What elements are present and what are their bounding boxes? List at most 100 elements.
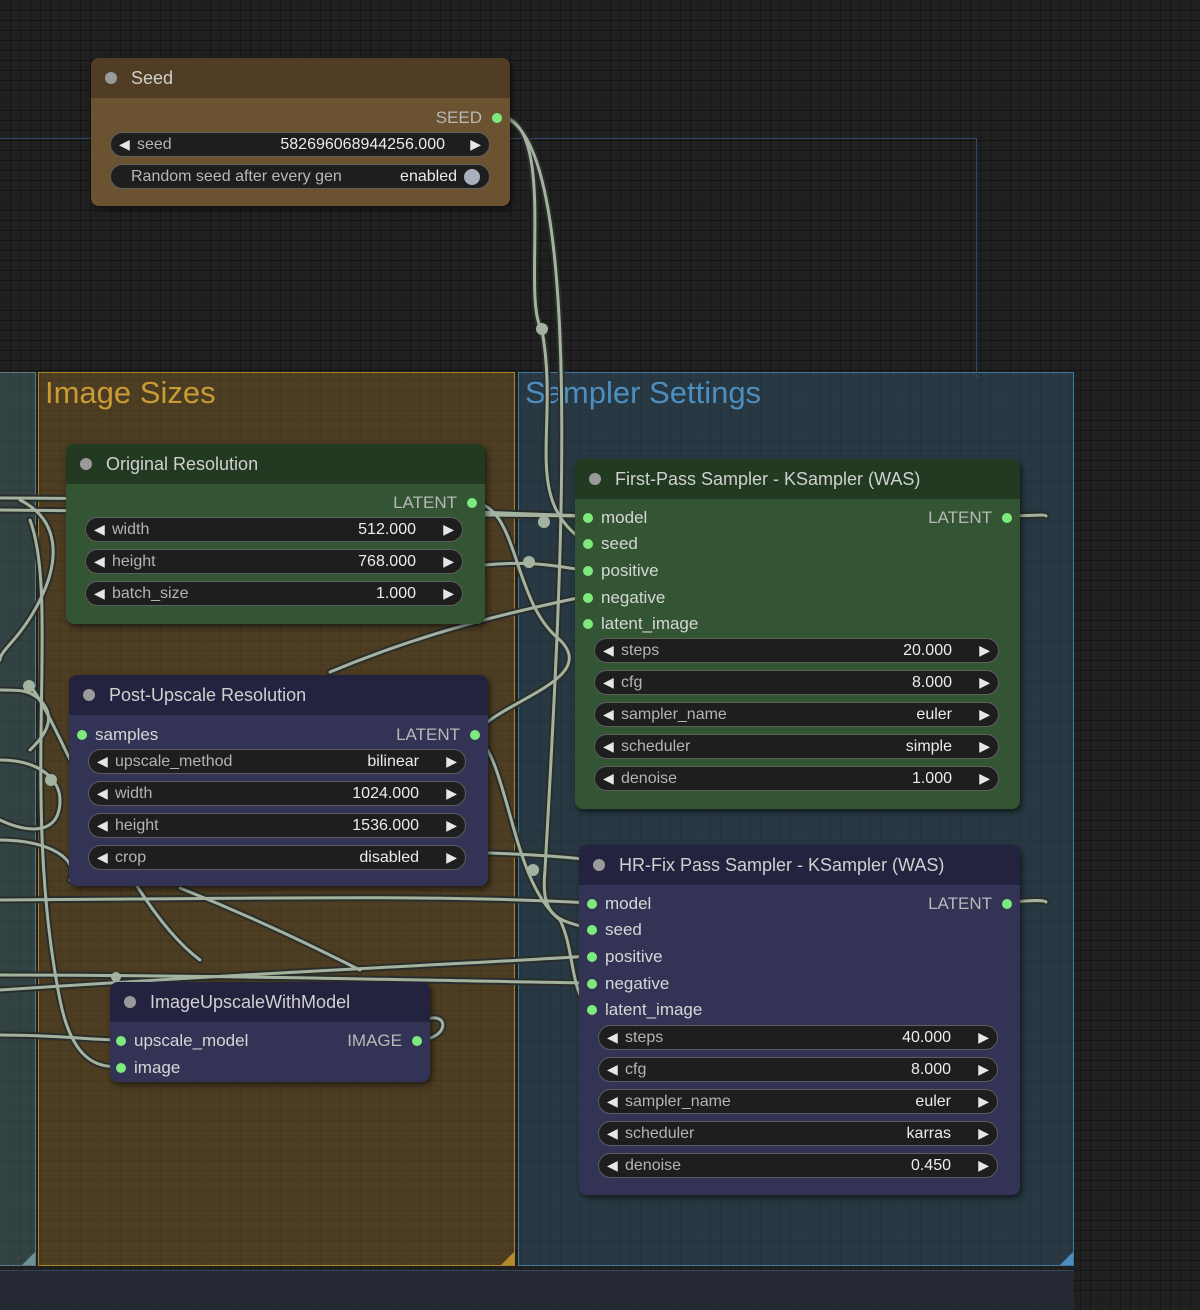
decrement-arrow-icon[interactable]: ◀ <box>607 1125 618 1142</box>
increment-arrow-icon[interactable]: ▶ <box>446 785 457 802</box>
input-slot-model[interactable]: model <box>587 894 651 914</box>
input-slot-samples[interactable]: samples <box>77 725 158 745</box>
collapse-dot-icon[interactable] <box>593 859 605 871</box>
node-title-bar[interactable]: Original Resolution <box>66 444 485 484</box>
denoise-widget[interactable]: ◀ denoise 1.000 ▶ <box>594 766 999 791</box>
decrement-arrow-icon[interactable]: ◀ <box>603 770 614 787</box>
increment-arrow-icon[interactable]: ▶ <box>446 849 457 866</box>
slot-dot-icon[interactable] <box>116 1036 126 1046</box>
increment-arrow-icon[interactable]: ▶ <box>443 553 454 570</box>
cfg-widget[interactable]: ◀ cfg 8.000 ▶ <box>594 670 999 695</box>
scheduler-combo[interactable]: ◀ scheduler simple ▶ <box>594 734 999 759</box>
steps-widget[interactable]: ◀ steps 20.000 ▶ <box>594 638 999 663</box>
increment-arrow-icon[interactable]: ▶ <box>470 136 481 153</box>
decrement-arrow-icon[interactable]: ◀ <box>97 849 108 866</box>
increment-arrow-icon[interactable]: ▶ <box>979 674 990 691</box>
node-title-bar[interactable]: Post-Upscale Resolution <box>69 675 488 715</box>
width-widget[interactable]: ◀ width 512.000 ▶ <box>85 517 463 542</box>
decrement-arrow-icon[interactable]: ◀ <box>97 817 108 834</box>
crop-combo[interactable]: ◀ crop disabled ▶ <box>88 845 466 870</box>
slot-dot-icon[interactable] <box>583 513 593 523</box>
scheduler-combo[interactable]: ◀ scheduler karras ▶ <box>598 1121 998 1146</box>
decrement-arrow-icon[interactable]: ◀ <box>603 674 614 691</box>
sampler-name-combo[interactable]: ◀ sampler_name euler ▶ <box>594 702 999 727</box>
decrement-arrow-icon[interactable]: ◀ <box>97 785 108 802</box>
input-slot-positive[interactable]: positive <box>587 947 663 967</box>
increment-arrow-icon[interactable]: ▶ <box>979 642 990 659</box>
increment-arrow-icon[interactable]: ▶ <box>978 1093 989 1110</box>
post-upscale-resolution-node[interactable]: Post-Upscale Resolution samples LATENT ◀… <box>69 675 488 886</box>
increment-arrow-icon[interactable]: ▶ <box>979 770 990 787</box>
slot-dot-icon[interactable] <box>587 952 597 962</box>
node-title-bar[interactable]: ImageUpscaleWithModel <box>110 982 430 1022</box>
toggle-knob-icon[interactable] <box>464 169 480 185</box>
decrement-arrow-icon[interactable]: ◀ <box>97 753 108 770</box>
slot-dot-icon[interactable] <box>583 566 593 576</box>
slot-dot-icon[interactable] <box>467 498 477 508</box>
slot-dot-icon[interactable] <box>587 899 597 909</box>
decrement-arrow-icon[interactable]: ◀ <box>94 585 105 602</box>
output-slot-seed[interactable]: SEED <box>436 108 502 128</box>
input-slot-latent-image[interactable]: latent_image <box>587 1000 702 1020</box>
increment-arrow-icon[interactable]: ▶ <box>446 817 457 834</box>
output-slot-latent[interactable]: LATENT <box>928 508 1012 528</box>
slot-dot-icon[interactable] <box>587 925 597 935</box>
output-slot-latent[interactable]: LATENT <box>928 894 1012 914</box>
slot-dot-icon[interactable] <box>1002 513 1012 523</box>
decrement-arrow-icon[interactable]: ◀ <box>94 553 105 570</box>
collapse-dot-icon[interactable] <box>589 473 601 485</box>
increment-arrow-icon[interactable]: ▶ <box>978 1125 989 1142</box>
slot-dot-icon[interactable] <box>492 113 502 123</box>
decrement-arrow-icon[interactable]: ◀ <box>603 642 614 659</box>
collapse-dot-icon[interactable] <box>83 689 95 701</box>
input-slot-upscale-model[interactable]: upscale_model <box>116 1031 248 1051</box>
input-slot-positive[interactable]: positive <box>583 561 659 581</box>
slot-dot-icon[interactable] <box>116 1063 126 1073</box>
first-pass-sampler-node[interactable]: First-Pass Sampler - KSampler (WAS) mode… <box>575 459 1020 809</box>
slot-dot-icon[interactable] <box>583 619 593 629</box>
input-slot-negative[interactable]: negative <box>587 974 669 994</box>
input-slot-negative[interactable]: negative <box>583 588 665 608</box>
random-seed-toggle[interactable]: Random seed after every gen enabled <box>110 164 490 189</box>
node-title-bar[interactable]: Seed <box>91 58 510 98</box>
decrement-arrow-icon[interactable]: ◀ <box>607 1029 618 1046</box>
node-title-bar[interactable]: First-Pass Sampler - KSampler (WAS) <box>575 459 1020 499</box>
image-upscale-with-model-node[interactable]: ImageUpscaleWithModel upscale_model IMAG… <box>110 982 430 1082</box>
input-slot-seed[interactable]: seed <box>583 534 638 554</box>
cfg-widget[interactable]: ◀ cfg 8.000 ▶ <box>598 1057 998 1082</box>
original-resolution-node[interactable]: Original Resolution LATENT ◀ width 512.0… <box>66 444 485 624</box>
slot-dot-icon[interactable] <box>583 593 593 603</box>
input-slot-seed[interactable]: seed <box>587 920 642 940</box>
slot-dot-icon[interactable] <box>1002 899 1012 909</box>
increment-arrow-icon[interactable]: ▶ <box>979 738 990 755</box>
width-widget[interactable]: ◀ width 1024.000 ▶ <box>88 781 466 806</box>
increment-arrow-icon[interactable]: ▶ <box>443 521 454 538</box>
seed-number-widget[interactable]: ◀ seed 582696068944256.000 ▶ <box>110 132 490 157</box>
increment-arrow-icon[interactable]: ▶ <box>979 706 990 723</box>
slot-dot-icon[interactable] <box>470 730 480 740</box>
decrement-arrow-icon[interactable]: ◀ <box>94 521 105 538</box>
output-slot-latent[interactable]: LATENT <box>396 725 480 745</box>
slot-dot-icon[interactable] <box>587 1005 597 1015</box>
decrement-arrow-icon[interactable]: ◀ <box>603 738 614 755</box>
input-slot-image[interactable]: image <box>116 1058 180 1078</box>
slot-dot-icon[interactable] <box>77 730 87 740</box>
node-title-bar[interactable]: HR-Fix Pass Sampler - KSampler (WAS) <box>579 845 1020 885</box>
sampler-name-combo[interactable]: ◀ sampler_name euler ▶ <box>598 1089 998 1114</box>
input-slot-model[interactable]: model <box>583 508 647 528</box>
decrement-arrow-icon[interactable]: ◀ <box>607 1093 618 1110</box>
increment-arrow-icon[interactable]: ▶ <box>443 585 454 602</box>
denoise-widget[interactable]: ◀ denoise 0.450 ▶ <box>598 1153 998 1178</box>
batch-size-widget[interactable]: ◀ batch_size 1.000 ▶ <box>85 581 463 606</box>
decrement-arrow-icon[interactable]: ◀ <box>607 1061 618 1078</box>
height-widget[interactable]: ◀ height 1536.000 ▶ <box>88 813 466 838</box>
increment-arrow-icon[interactable]: ▶ <box>446 753 457 770</box>
output-slot-image[interactable]: IMAGE <box>347 1031 422 1051</box>
slot-dot-icon[interactable] <box>587 979 597 989</box>
slot-dot-icon[interactable] <box>583 539 593 549</box>
upscale-method-combo[interactable]: ◀ upscale_method bilinear ▶ <box>88 749 466 774</box>
collapse-dot-icon[interactable] <box>80 458 92 470</box>
steps-widget[interactable]: ◀ steps 40.000 ▶ <box>598 1025 998 1050</box>
hr-fix-sampler-node[interactable]: HR-Fix Pass Sampler - KSampler (WAS) mod… <box>579 845 1020 1195</box>
collapse-dot-icon[interactable] <box>124 996 136 1008</box>
